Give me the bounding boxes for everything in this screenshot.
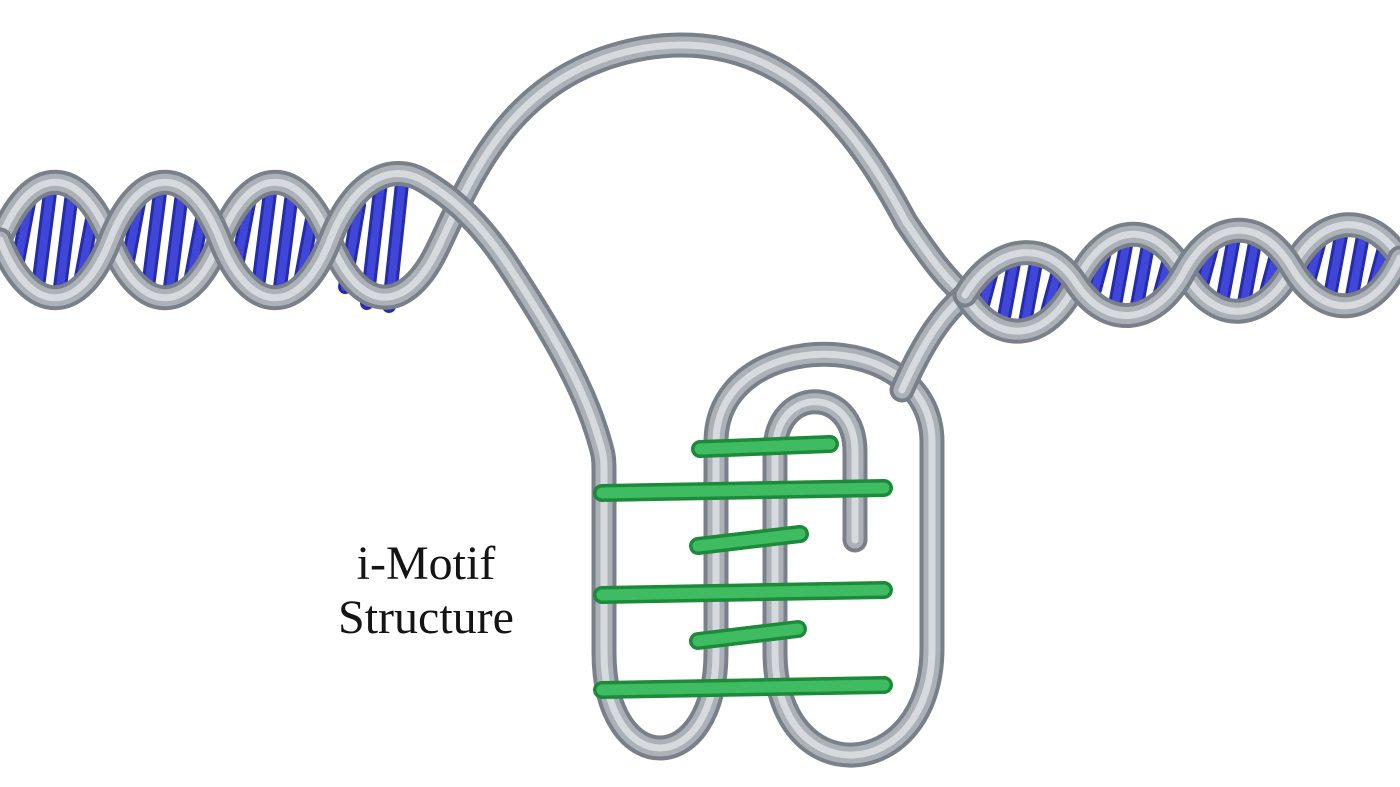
- i-motif-label-line1: i-Motif: [356, 537, 496, 590]
- i-motif-exit-strand: [902, 295, 965, 390]
- i-motif-strand: [0, 173, 932, 755]
- i-motif-label-line2: Structure: [338, 591, 514, 645]
- i-motif-label: i-Motif Structure: [248, 537, 604, 645]
- green-base-pairs: [602, 444, 884, 690]
